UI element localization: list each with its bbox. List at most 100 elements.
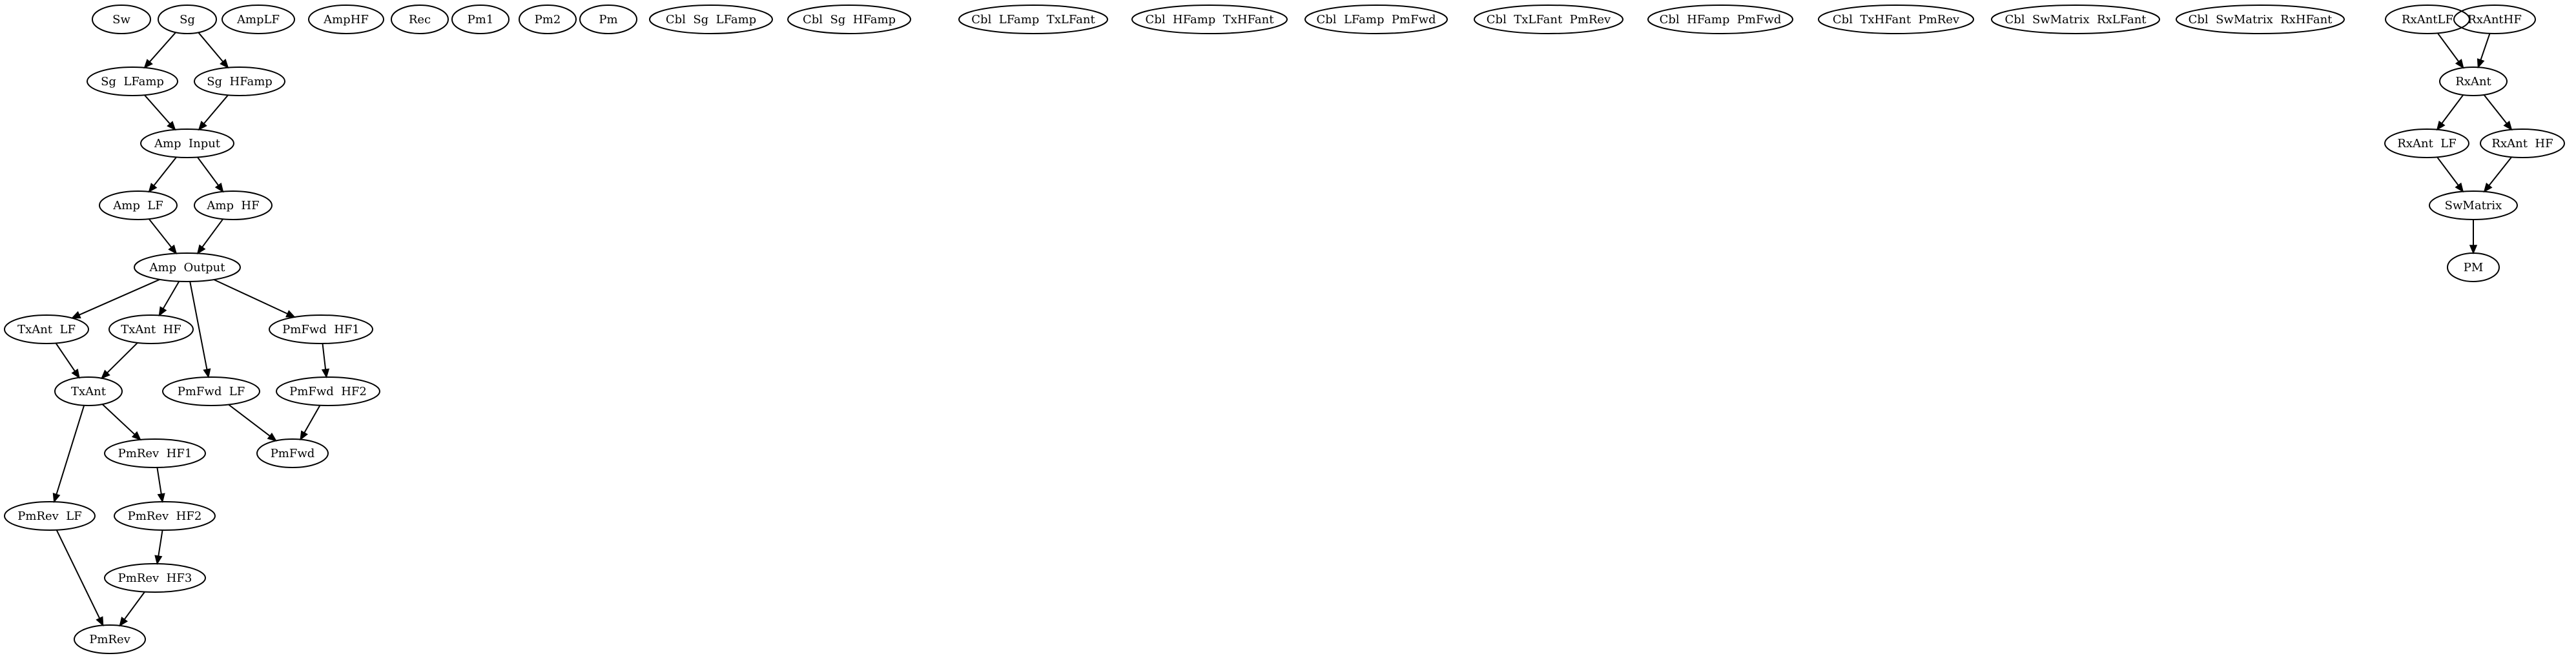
edge-ampoutput-to-txanthf — [158, 281, 180, 317]
node-sg: Sg — [158, 5, 217, 34]
node-ellipse — [1304, 5, 1448, 34]
edge-line — [197, 156, 220, 186]
edge-ampoutput-to-txantlf — [70, 278, 160, 319]
node-amphf: AmpHF — [308, 5, 384, 34]
node-label: Amp LF — [112, 199, 163, 212]
node-label: RxAnt HF — [2491, 137, 2553, 150]
edge-pmrevlf-to-pmrev — [56, 529, 104, 627]
edge-txanthf-to-txant — [101, 342, 138, 380]
node-ellipse — [87, 67, 178, 96]
arrowhead — [2477, 58, 2485, 69]
edge-line — [56, 529, 101, 619]
arrowhead — [71, 368, 80, 379]
node-ellipse — [1474, 5, 1623, 34]
node-rxant-hf: RxAnt HF — [2480, 129, 2565, 158]
node-label: AmpLF — [236, 13, 280, 26]
node-pmfwd: PmFwd — [256, 438, 329, 468]
node-label: Amp Output — [149, 261, 226, 274]
edge-line — [2483, 94, 2508, 124]
arrowhead — [203, 368, 211, 378]
node-label: PM — [2464, 261, 2484, 274]
edge-line — [201, 218, 224, 248]
node-label: Sg LFamp — [101, 75, 164, 88]
node-ellipse — [4, 314, 89, 344]
node-sw: Sw — [92, 5, 151, 34]
node-rxant-lf: RxAnt LF — [2384, 129, 2469, 158]
edges-layer — [52, 32, 2513, 627]
node-cbl-swmatrix-rxlfant: Cbl SwMatrix RxLFant — [1991, 5, 2160, 34]
node-amp-input: Amp Input — [140, 129, 234, 158]
node-ellipse — [54, 376, 123, 406]
arrowhead — [167, 121, 176, 131]
node-label: Sw — [112, 13, 130, 26]
edge-line — [79, 278, 160, 316]
node-label: TxAnt HF — [121, 323, 181, 336]
node-ellipse — [2453, 5, 2536, 34]
edge-txant-to-pmrevhf1 — [101, 404, 141, 441]
edge-ampinput-to-amplf2 — [148, 156, 177, 193]
node-ellipse — [2429, 190, 2518, 220]
node-ellipse — [4, 501, 96, 531]
edge-line — [2437, 32, 2460, 62]
node-label: Cbl LFamp TxLFant — [971, 13, 1095, 26]
node-pmrev-hf1: PmRev HF1 — [104, 438, 206, 468]
node-label: PmFwd HF2 — [289, 385, 367, 398]
node-label: Cbl LFamp PmFwd — [1316, 13, 1436, 26]
edge-line — [148, 218, 172, 248]
node-ellipse — [2447, 252, 2500, 282]
arrowhead — [300, 430, 308, 441]
arrowhead — [168, 244, 178, 255]
node-label: Cbl TxHFant PmRev — [1833, 13, 1960, 26]
node-pmrev-hf2: PmRev HF2 — [114, 501, 216, 531]
arrowhead — [198, 121, 207, 131]
node-label: TxAnt — [71, 385, 107, 398]
arrowhead — [321, 368, 330, 378]
edge-line — [101, 404, 136, 435]
node-rxant: RxAnt — [2439, 67, 2508, 96]
node-pm: PM — [2447, 252, 2500, 282]
arrowhead — [157, 493, 165, 503]
node-amplf: AmpLF — [222, 5, 295, 34]
edge-line — [213, 279, 288, 314]
node-ellipse — [519, 5, 577, 34]
edge-line — [189, 281, 208, 370]
node-ellipse — [99, 190, 178, 220]
arrowhead — [143, 59, 153, 69]
node-label: Cbl Sg HFamp — [803, 13, 896, 26]
edge-pmrevhf2-to-pmrevhf3 — [154, 529, 163, 565]
arrowhead — [196, 244, 206, 254]
node-rxantlf: RxAntLF — [2385, 5, 2470, 34]
edge-amplf2-to-ampoutput — [148, 218, 178, 255]
edge-line — [198, 32, 224, 63]
node-ellipse — [451, 5, 510, 34]
node-cbl-lfamp-txlfant: Cbl LFamp TxLFant — [958, 5, 1108, 34]
node-label: RxAnt LF — [2397, 137, 2456, 150]
node-label: PmRev HF3 — [118, 571, 192, 585]
edge-rxanthf2-to-swmatrix — [2483, 156, 2512, 193]
edge-line — [304, 405, 321, 433]
node-ellipse — [162, 376, 260, 406]
node-pmfwd-hf1: PmFwd HF1 — [269, 314, 373, 344]
node-cbl-sg-hfamp: Cbl Sg HFamp — [787, 5, 911, 34]
edge-sghfamp-to-ampinput — [198, 94, 229, 131]
node-label: PmFwd LF — [178, 385, 245, 398]
edge-rxant-to-rxanthf2 — [2483, 94, 2513, 131]
node-ellipse — [104, 563, 206, 593]
node-label: RxAnt — [2455, 75, 2491, 88]
node-cbl-hfamp-pmfwd: Cbl HFamp PmFwd — [1647, 5, 1793, 34]
arrowhead — [119, 617, 129, 627]
edge-line — [203, 94, 229, 125]
arrowhead — [2436, 120, 2446, 131]
edge-line — [2437, 156, 2459, 186]
node-txant: TxAnt — [54, 376, 123, 406]
edge-ampinput-to-amphf2 — [197, 156, 224, 193]
node-label: RxAntLF — [2402, 13, 2453, 26]
node-ellipse — [2384, 129, 2469, 158]
edge-line — [153, 156, 177, 187]
node-ellipse — [308, 5, 384, 34]
node-sg-hfamp: Sg HFamp — [194, 67, 285, 96]
edge-txant-to-pmrevlf — [52, 405, 85, 503]
node-label: PmRev — [89, 633, 130, 646]
node-sg-lfamp: Sg LFamp — [87, 67, 178, 96]
